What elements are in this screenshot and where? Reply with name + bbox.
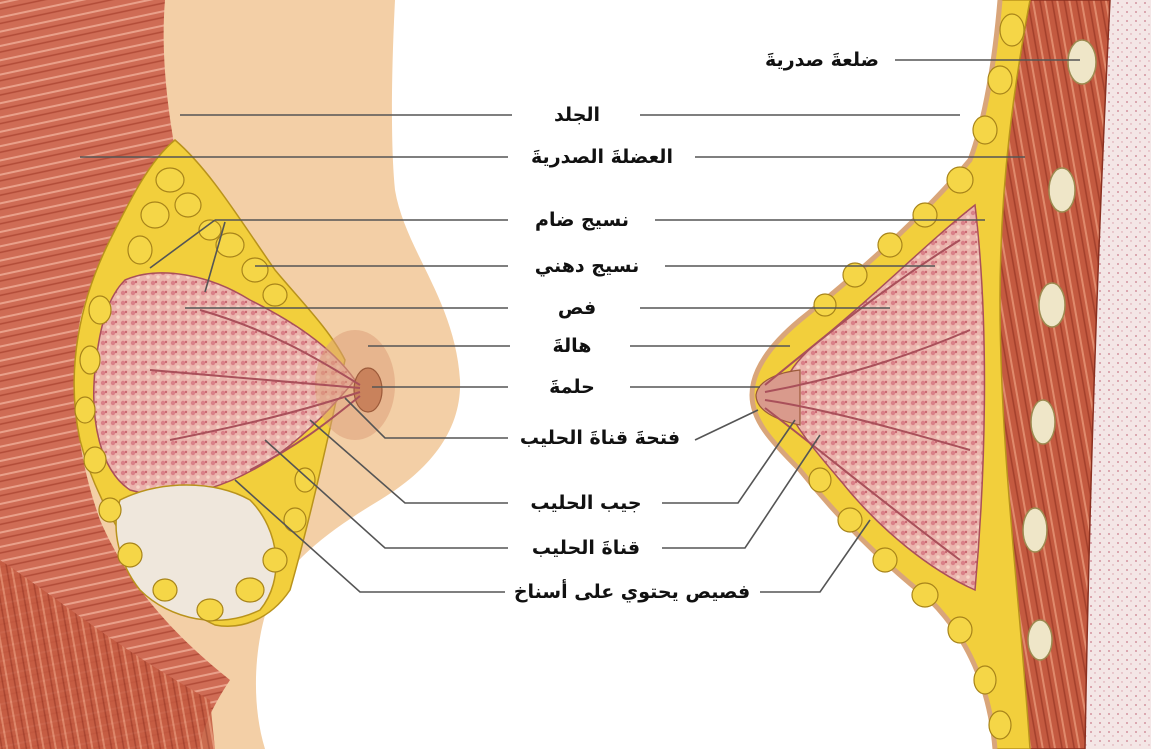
leader-opening-right xyxy=(695,410,758,440)
label-duct-opening: فتحةَ قناةَ الحليب xyxy=(520,426,680,450)
left-nipple xyxy=(354,368,382,412)
label-lobule: فصيص يحتوي على أسناخ xyxy=(514,580,750,604)
label-lobe: فص xyxy=(558,296,596,320)
label-pectoral-muscle: العضلةَ الصدريةَ xyxy=(531,145,673,169)
label-skin: الجلد xyxy=(554,103,600,127)
label-fatty-tissue: نسيج دهني xyxy=(535,254,639,278)
label-milk-duct: قناةَ الحليب xyxy=(532,536,640,560)
label-milk-sinus: جيب الحليب xyxy=(530,491,641,515)
sagittal-breast-view xyxy=(752,0,1151,749)
label-areola: هالةَ xyxy=(553,334,592,358)
frontal-breast-view xyxy=(0,0,460,749)
label-connective-tissue: نسيج ضام xyxy=(535,208,629,232)
label-rib: ضلعةَ صدريةَ xyxy=(765,48,879,72)
label-nipple: حلمةَ xyxy=(549,375,595,399)
